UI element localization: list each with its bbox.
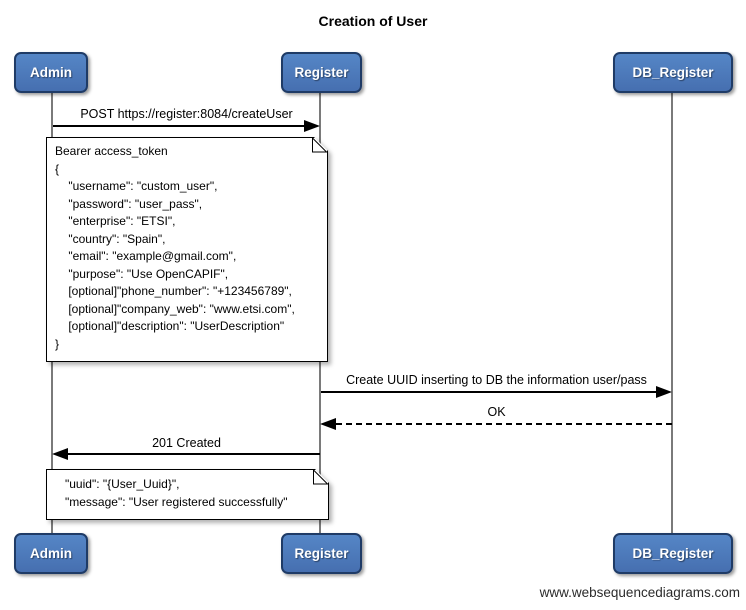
note-line: "message": "User registered successfully… — [55, 495, 288, 509]
actor-register-top: Register — [281, 52, 362, 93]
note-line: [optional]"description": "UserDescriptio… — [55, 319, 285, 333]
message-line-ok — [336, 423, 672, 425]
message-label-post-createuser: POST https://register:8084/createUser — [80, 107, 293, 121]
note-fold-icon — [313, 470, 328, 485]
note-line: "password": "user_pass", — [55, 196, 203, 211]
lifeline-db-register — [671, 93, 673, 533]
note-line: Bearer access_token — [55, 144, 168, 158]
note-line: "purpose": "Use OpenCAPIF", — [55, 266, 229, 281]
note-line: "email": "example@gmail.com", — [55, 249, 237, 263]
note-line: "enterprise": "ETSI", — [55, 214, 176, 228]
actor-register-label: Register — [294, 65, 349, 80]
note-request-body: Bearer access_token { "username": "custo… — [46, 137, 328, 362]
note-line: "username": "custom_user", — [55, 179, 218, 193]
actor-db-register-label: DB_Register — [632, 65, 714, 80]
actor-admin-label: Admin — [30, 546, 72, 561]
actor-register-label: Register — [294, 546, 349, 561]
message-line-post-createuser — [53, 125, 304, 127]
message-line-create-uuid — [321, 391, 656, 393]
actor-admin-bottom: Admin — [14, 533, 88, 574]
actor-db-register-bottom: DB_Register — [613, 533, 733, 574]
message-label-ok: OK — [487, 405, 506, 419]
actor-db-register-top: DB_Register — [613, 52, 733, 93]
note-response-body: "uuid": "{User_Uuid}", "message": "User … — [46, 469, 329, 520]
arrowhead-right-icon — [656, 386, 672, 398]
note-line: { — [55, 161, 60, 176]
arrowhead-right-icon — [304, 120, 320, 132]
note-line: [optional]"phone_number": "+123456789", — [55, 284, 292, 298]
arrowhead-left-icon — [320, 418, 336, 430]
diagram-title: Creation of User — [318, 13, 428, 29]
note-line: "country": "Spain", — [55, 231, 166, 246]
note-line: } — [55, 336, 60, 351]
note-line: [optional]"company_web": "www.etsi.com", — [55, 301, 295, 316]
actor-admin-label: Admin — [30, 65, 72, 80]
note-line: "uuid": "{User_Uuid}", — [55, 477, 180, 491]
watermark: www.websequencediagrams.com — [539, 585, 740, 600]
actor-db-register-label: DB_Register — [632, 546, 714, 561]
actor-register-bottom: Register — [281, 533, 362, 574]
arrowhead-left-icon — [52, 448, 68, 460]
message-label-create-uuid: Create UUID inserting to DB the informat… — [346, 373, 647, 387]
message-line-201-created — [68, 453, 320, 455]
note-fold-icon — [312, 138, 327, 153]
actor-admin-top: Admin — [14, 52, 88, 93]
message-label-201-created: 201 Created — [152, 436, 221, 450]
